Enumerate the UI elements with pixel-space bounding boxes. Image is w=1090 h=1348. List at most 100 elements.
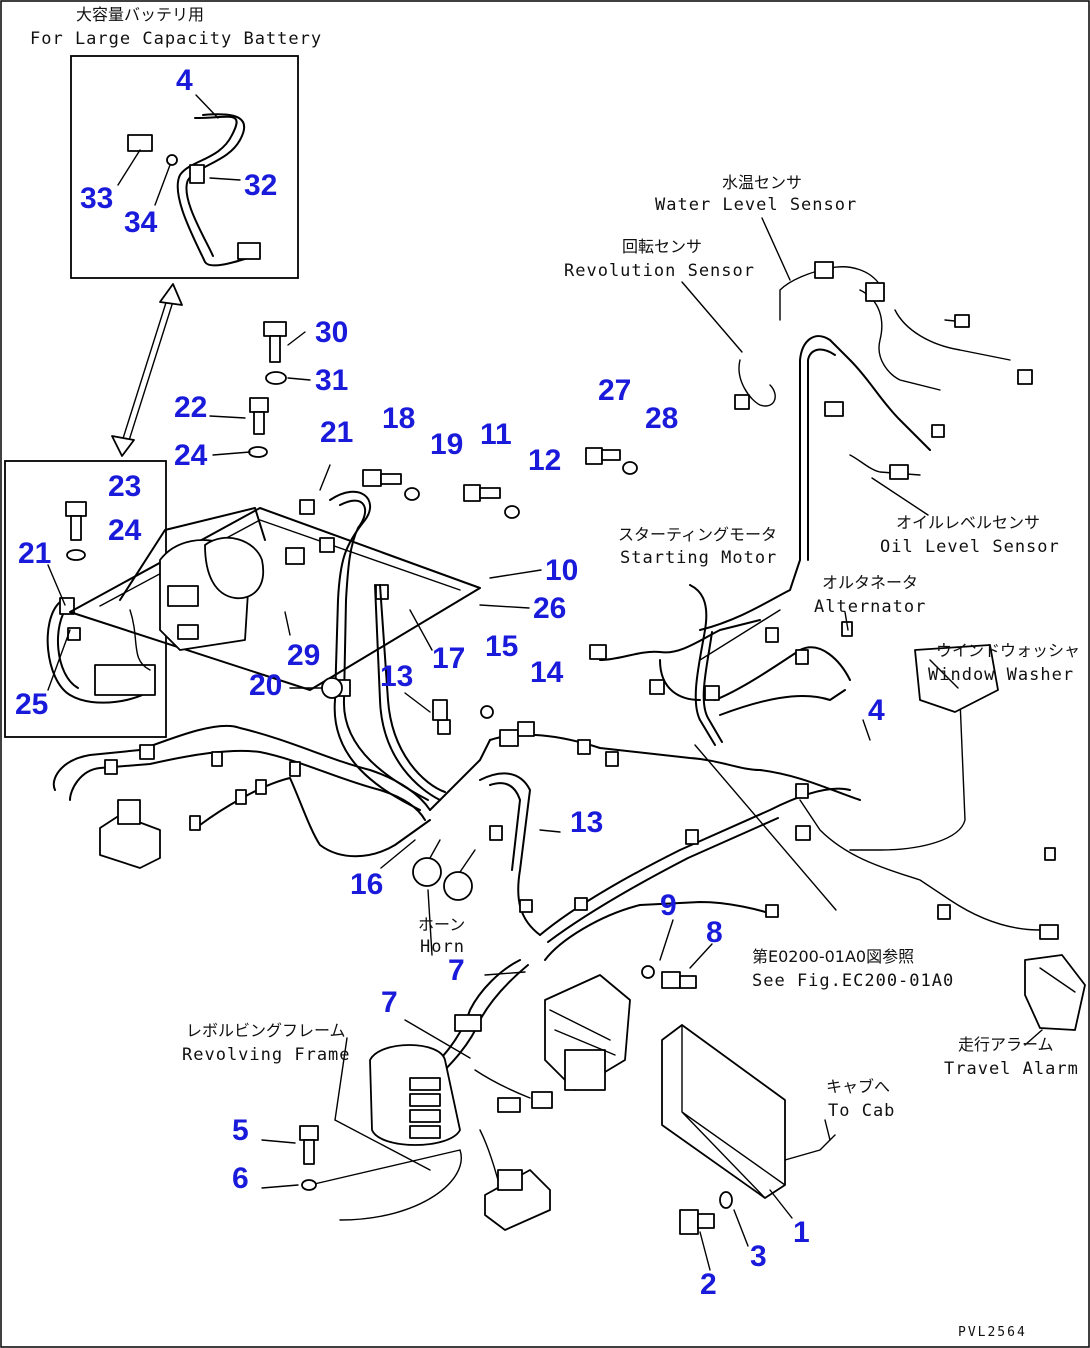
part-number: 4 (176, 64, 193, 97)
part-number: 7 (448, 954, 465, 987)
part-number: 19 (430, 428, 463, 461)
bolts (65, 321, 733, 1235)
part-number: 24 (174, 439, 208, 472)
part-number: 15 (485, 630, 518, 663)
part-number: 1 (793, 1216, 810, 1249)
see-fig-label-en: See Fig.EC200-01A0 (752, 971, 954, 991)
water-level-label-en: Water Level Sensor (655, 195, 857, 215)
washer-19 (404, 487, 420, 501)
part-number: 10 (545, 554, 578, 587)
solenoid-valve (544, 974, 631, 1091)
part-number: 26 (533, 592, 566, 625)
travel-alarm (1024, 954, 1086, 1031)
left-solenoid (99, 799, 161, 869)
inset-large-battery-box (70, 55, 299, 279)
washer-6 (301, 1179, 317, 1191)
revolving-frame-label-en: Revolving Frame (182, 1045, 351, 1065)
travel-alarm-label-jp: 走行アラーム (958, 1035, 1054, 1054)
bolt-22 (249, 397, 269, 435)
starting-motor-label-jp: スターティングモータ (618, 525, 777, 544)
bolt-5 (299, 1125, 319, 1165)
part-number: 34 (124, 206, 158, 239)
part-number: 2 (700, 1268, 717, 1301)
part-number: 7 (381, 986, 398, 1019)
bolt-14 (499, 721, 535, 747)
controller-box (661, 1024, 836, 1199)
window-washer (914, 644, 999, 713)
part-number: 4 (868, 694, 885, 727)
large-battery-cable (127, 113, 261, 267)
large-battery-label-jp: 大容量バッテリ用 (76, 5, 204, 24)
clamp-20 (321, 677, 343, 699)
part-number: 32 (244, 169, 277, 202)
washer-28 (622, 461, 638, 475)
bolt-27 (585, 447, 621, 465)
horns (412, 839, 476, 901)
part-number: 30 (315, 316, 348, 349)
washer-31 (265, 371, 287, 385)
leader-lines (47, 94, 1043, 1271)
oil-level-label-en: Oil Level Sensor (880, 537, 1060, 557)
part-number: 17 (432, 642, 465, 675)
part-number: 8 (706, 916, 723, 949)
part-number: 3 (750, 1240, 767, 1273)
engine-harness (599, 266, 1041, 931)
oil-level-label-jp: オイルレベルセンサ (896, 513, 1040, 532)
main-harness (52, 490, 861, 1081)
part-number: 27 (598, 374, 631, 407)
alternator-label-en: Alternator (814, 597, 926, 617)
travel-alarm-label-en: Travel Alarm (944, 1059, 1079, 1079)
bolt-8 (661, 971, 697, 989)
part-number: 13 (570, 806, 603, 839)
horn-label-jp: ホーン (418, 915, 465, 934)
part-number: 31 (315, 364, 348, 397)
to-cab-label-jp: キャブへ (826, 1077, 890, 1096)
part-number: 13 (380, 660, 413, 693)
part-number: 29 (287, 639, 320, 672)
part-number: 16 (350, 868, 383, 901)
washer-9 (641, 965, 655, 979)
window-washer-label-jp: ウインドウォッシャ (936, 641, 1080, 660)
bolt-30 (263, 321, 287, 363)
large-battery-label-en: For Large Capacity Battery (30, 29, 322, 49)
bolt-23 (65, 501, 87, 541)
bolt-18 (362, 469, 402, 487)
washer-24 (248, 446, 268, 458)
part-number: 21 (320, 416, 353, 449)
part-number: 11 (480, 418, 512, 451)
revolution-label-en: Revolution Sensor (564, 261, 755, 281)
part-number: 21 (18, 537, 51, 570)
battery-bracket (46, 507, 266, 704)
part-number: 24 (108, 514, 142, 547)
part-number: 25 (15, 688, 48, 721)
washer-15 (480, 705, 494, 719)
part-number: 28 (645, 402, 678, 435)
double-arrow (111, 283, 183, 457)
part-number: 12 (528, 444, 561, 477)
horn-label-en: Horn (420, 937, 465, 957)
part-number: 9 (660, 889, 677, 922)
to-cab-label-en: To Cab (828, 1101, 895, 1121)
part-number: 33 (80, 182, 113, 215)
revolution-label-jp: 回転センサ (622, 237, 702, 256)
clamp-13 (432, 699, 448, 721)
washer-12 (504, 505, 520, 519)
bolt-2 (679, 1209, 715, 1235)
window-washer-label-en: Window Washer (928, 665, 1074, 685)
washer-3 (719, 1191, 733, 1209)
part-number: 20 (249, 669, 282, 702)
part-number: 14 (530, 656, 564, 689)
water-level-label-jp: 水温センサ (722, 173, 802, 192)
starting-motor-label-en: Starting Motor (620, 548, 777, 568)
part-number: 6 (232, 1162, 249, 1195)
washer-24-inset (66, 549, 86, 561)
revolving-frame (309, 1014, 553, 1231)
drawing-code: PVL2564 (958, 1325, 1027, 1340)
battery-tray (69, 499, 481, 691)
see-fig-label-jp: 第E0200-01A0図参照 (752, 947, 914, 966)
part-number: 23 (108, 470, 141, 503)
part-number: 22 (174, 391, 207, 424)
